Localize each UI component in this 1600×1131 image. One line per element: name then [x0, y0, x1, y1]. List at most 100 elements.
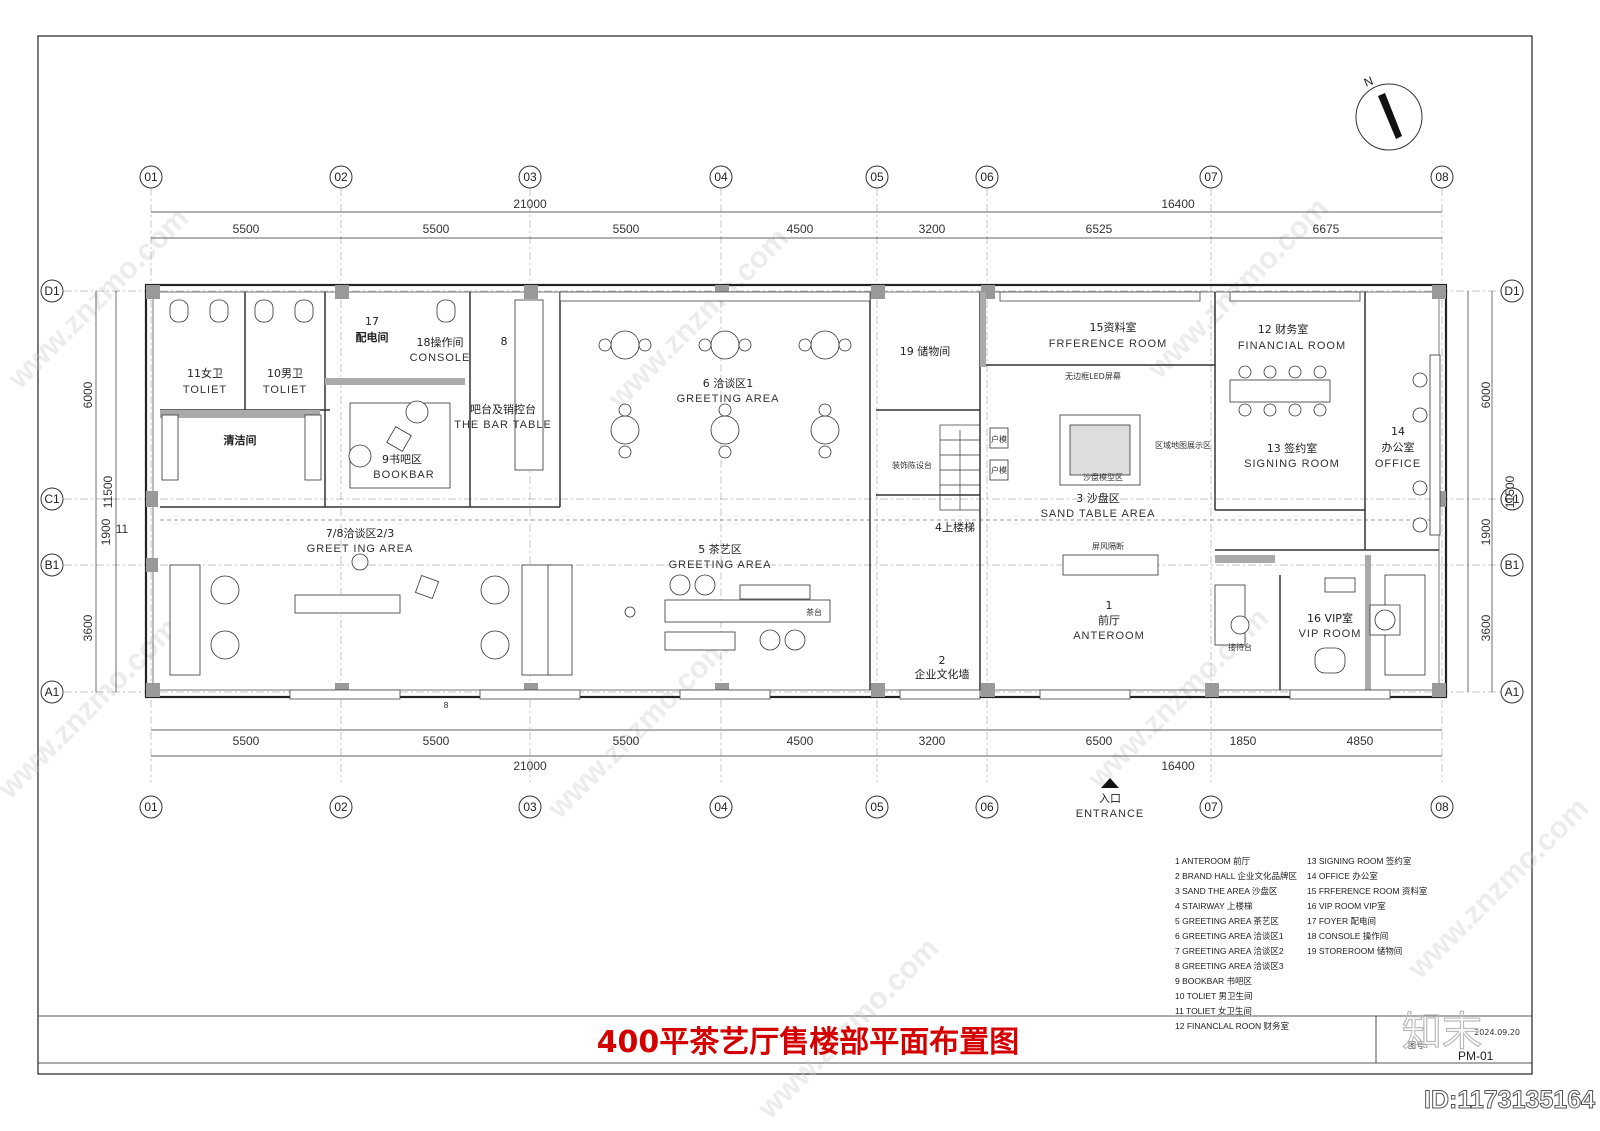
entrance-label-en: ENTRANCE: [1076, 808, 1145, 820]
grid-bubbles-right: D1 C1 B1 A1: [1500, 279, 1524, 704]
dim-bottom-2: 5500: [423, 734, 450, 748]
room-12-name: 12 财务室: [1258, 322, 1309, 336]
legend-item: 5 GREETING AREA 茶艺区: [1175, 916, 1279, 926]
room-4-name: 4上楼梯: [935, 520, 975, 534]
wall-hatch: [1215, 555, 1275, 563]
dim-top-total-2: 16400: [1161, 197, 1195, 211]
legend-item: 12 FINANCLAL ROON 财务室: [1175, 1021, 1289, 1031]
legend-item: 6 GREETING AREA 洽谈区1: [1175, 931, 1284, 941]
tea-table-label: 茶台: [806, 607, 822, 617]
dim-bottom-1: 5500: [233, 734, 260, 748]
drawing-number-label: 图号:: [1408, 1041, 1427, 1050]
room-7-8-name: 7/8洽谈区2/3: [326, 527, 394, 540]
grid-label-07: 07: [1204, 170, 1218, 184]
dim-top-5: 3200: [919, 222, 946, 236]
room-11-name: 11女卫: [187, 366, 223, 380]
north-mark-letter: N: [1362, 74, 1375, 90]
room-18-en: CONSOLE: [410, 352, 471, 364]
sand-table-furniture: [989, 414, 1159, 576]
entrance-label-cn: 入口: [1099, 792, 1121, 805]
window-frames: [289, 291, 1391, 700]
room-9-name: 9书吧区: [382, 453, 422, 466]
legend-item: 17 FOYER 配电间: [1307, 916, 1376, 926]
vip-room-furniture: [1214, 574, 1426, 676]
grid-label-a1: A1: [45, 685, 60, 699]
room-1-name: 前厅: [1098, 613, 1120, 627]
grid-label-02: 02: [334, 800, 348, 814]
led-screen-label: 无边框LED屏幕: [1065, 371, 1121, 381]
unit-model-label-1: 户模: [991, 434, 1007, 444]
grid-label-c1: C1: [1504, 492, 1520, 506]
office-furniture: [1229, 354, 1441, 536]
grid-lines: [64, 188, 1500, 782]
grid-label-02: 02: [334, 170, 348, 184]
room-10-name: 10男卫: [267, 367, 303, 380]
room-19-name: 19 储物间: [900, 344, 951, 358]
grid-label-08: 08: [1435, 170, 1449, 184]
legend-item: 16 VIP ROOM VIP室: [1307, 901, 1386, 911]
grid-label-05: 05: [870, 170, 884, 184]
watermark-text: www.znzmo.com: [1, 202, 195, 396]
legend-item: 10 TOLIET 男卫生间: [1175, 991, 1252, 1001]
legend-item: 18 CONSOLE 操作间: [1307, 931, 1388, 941]
legend-item: 11 TOLIET 女卫生间: [1175, 1006, 1252, 1016]
legend-item: 9 BOOKBAR 书吧区: [1175, 976, 1252, 986]
room-13-name: 13 签约室: [1267, 441, 1318, 455]
legend-item: 8 GREETING AREA 洽谈区3: [1175, 961, 1284, 971]
dim-bottom-6: 6500: [1086, 734, 1113, 748]
wall-hatch: [325, 378, 465, 385]
dim-left-extra: 11: [116, 522, 129, 536]
dim-top-3: 5500: [613, 222, 640, 236]
room-3-name: 3 沙盘区: [1076, 491, 1120, 505]
room-16-en: VIP ROOM: [1299, 628, 1362, 640]
room-15-en: FRFERENCE ROOM: [1049, 338, 1168, 350]
room-8-number: 8: [501, 335, 508, 348]
legend-item: 19 STOREROOM 储物间: [1307, 946, 1402, 956]
legend-item: 3 SAND THE AREA 沙盘区: [1175, 886, 1278, 896]
grid-label-d1: D1: [1504, 284, 1520, 298]
dim-top-2: 5500: [423, 222, 450, 236]
toilet-fixtures: [161, 299, 544, 481]
drawing-number: PM-01: [1458, 1049, 1494, 1063]
room-14-name: 办公室: [1382, 440, 1415, 454]
grid-label-06: 06: [980, 800, 994, 814]
room-14-en: OFFICE: [1375, 458, 1421, 470]
dim-bottom-5: 3200: [919, 734, 946, 748]
dim-left-1: 6000: [81, 381, 95, 408]
room-6-en: GREETING AREA: [677, 393, 780, 405]
dim-right-1: 6000: [1479, 381, 1493, 408]
grid-label-c1: C1: [44, 492, 60, 506]
room-17-name: 配电间: [356, 330, 389, 344]
room-legend: 1 ANTEROOM 前厅 2 BRAND HALL 企业文化品牌区 3 SAN…: [1175, 856, 1428, 1031]
grid-label-04: 04: [714, 800, 728, 814]
wall-hatch: [160, 410, 320, 418]
room-16-name: 16 VIP室: [1307, 611, 1353, 625]
grid-bubbles-left: D1 C1 B1 A1: [40, 279, 64, 704]
dim-left-total: 11500: [101, 475, 115, 508]
legend-item: 14 OFFICE 办公室: [1307, 871, 1378, 881]
dim-right-2: 1900: [1479, 518, 1493, 545]
dim-left-2: 1900: [99, 518, 113, 545]
room-18-name: 18操作间: [417, 335, 464, 349]
entrance-marker: 入口 ENTRANCE: [1076, 778, 1145, 820]
stairway: [939, 424, 981, 511]
room-14-number: 14: [1391, 425, 1405, 438]
legend-item: 1 ANTEROOM 前厅: [1175, 856, 1251, 866]
grid-label-b1: B1: [45, 558, 60, 572]
table-set-area-6: [598, 330, 852, 459]
dim-right-3: 3600: [1479, 614, 1493, 641]
room-3-en: SAND TABLE AREA: [1041, 508, 1156, 520]
wall-hatch: [980, 292, 986, 367]
room-9-en: BOOKBAR: [373, 469, 434, 481]
grid-label-08: 08: [1435, 800, 1449, 814]
dim-bottom-3: 5500: [613, 734, 640, 748]
north-arrow: N: [1355, 74, 1423, 151]
room-7-8-en: GREET ING AREA: [307, 543, 414, 555]
grid-label-03: 03: [523, 170, 537, 184]
unit-model-label-2: 户模: [991, 465, 1007, 475]
display-table-label: 装饰陈设台: [892, 460, 932, 470]
dim-bottom-total-2: 16400: [1161, 759, 1195, 773]
map-display-label: 区域地图展示区: [1155, 440, 1211, 450]
sheet-border: [37, 35, 1533, 1075]
dim-top-1: 5500: [233, 222, 260, 236]
